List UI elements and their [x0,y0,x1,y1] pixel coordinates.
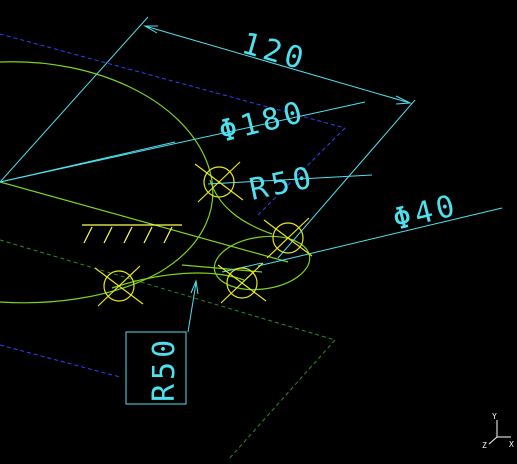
dim-r50-lower-leader [187,282,197,333]
center-marker-lower-right-circle [226,267,258,299]
hidden-line-bottom [0,344,121,378]
ground-hatch-stroke-1 [83,226,93,244]
center-markers [94,161,313,307]
center-axis-line [0,181,289,263]
center-marker-hole-cross-b [266,217,310,259]
dim-label-120: 120 [238,26,311,78]
dim-phi40-leader [257,207,503,267]
dim-r50-upper-leader [207,174,373,185]
lower-profile [111,272,245,289]
dim-r50-lower-arrow [190,279,199,295]
dim-120-ext-left [0,16,149,183]
dim-120-arrow-right [395,95,412,105]
axis-triad: Y X Z [482,412,514,450]
center-marker-lower-right-cross-b [220,262,264,304]
dim-120-arrow-left [143,25,158,34]
center-marker-upper-circle [203,166,235,198]
axis-z-line [488,436,498,445]
hidden-lines [0,33,346,378]
center-marker-lower-right [217,262,267,304]
dim-120-ext-right [277,99,416,259]
outer-arc [0,61,214,304]
ground-hatch-stroke-2 [103,226,113,244]
construction-line-diagonal [227,339,336,461]
dim-label-r50-lower: R50 [147,336,182,402]
dimension-labels: 120 Φ180 R50 Φ40 R50 [147,26,462,402]
ground-hatch-stroke-4 [143,226,153,244]
center-marker-hole-circle [272,222,304,254]
center-marker-hole [263,217,313,259]
construction-line-base [0,239,336,341]
hole-ellipse [213,235,311,291]
center-marker-upper-cross-b [197,161,241,203]
dim-label-r50-upper: R50 [246,160,318,208]
axis-z-label: Z [482,441,487,450]
construction-lines [0,239,336,461]
axis-x-label: X [509,440,514,449]
axis-y-label: Y [492,412,497,421]
dim-120-line [144,25,411,104]
dim-r50-lower-box [125,331,187,405]
dimension-lines [0,16,503,405]
center-marker-upper [194,161,244,203]
ground-hatch-symbol [82,224,182,244]
ground-hatch-stroke-3 [123,226,133,244]
center-marker-lower-left-cross-b [97,265,141,307]
center-marker-lower-left [94,265,144,307]
dim-phi180-line [0,101,366,183]
dim-label-phi180: Φ180 [215,94,309,149]
hidden-line-top [0,33,346,129]
dim-label-phi40: Φ40 [389,188,462,238]
ground-hatch-stroke-5 [163,226,173,244]
center-marker-lower-left-circle [103,270,135,302]
dim-phi180-leader [0,141,176,183]
